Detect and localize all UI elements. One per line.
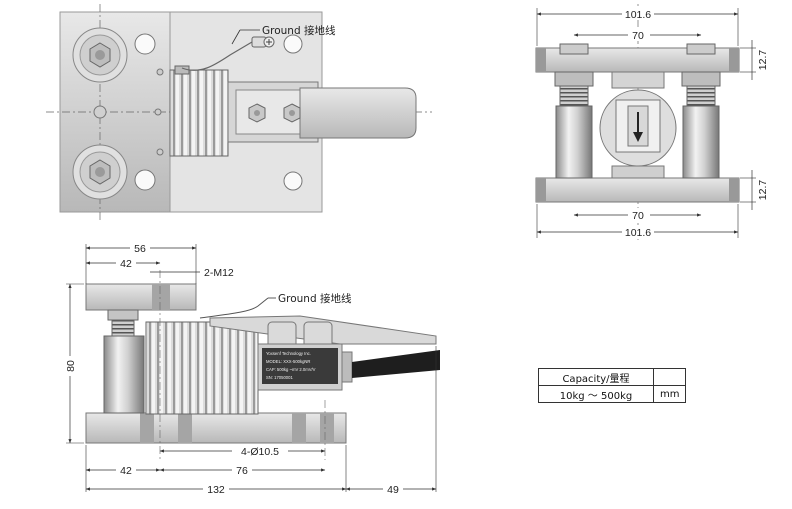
dim-side-inner-top: 70 bbox=[632, 30, 644, 42]
dim-56: 56 bbox=[134, 243, 146, 255]
holes-label: 4-Ø10.5 bbox=[241, 446, 279, 458]
unit-cell: mm bbox=[652, 385, 687, 403]
top-view: Ground 接地线 bbox=[46, 4, 432, 220]
side-view: 101.6 70 70 101.6 12.7 12.7 bbox=[535, 4, 769, 240]
label-line2: MODEL: XXX-500kgNR bbox=[266, 359, 310, 364]
label-line3: CAP: 500kg ~mV 2.0mV/V bbox=[266, 367, 316, 372]
capacity-range: 10kg ～ 500kg bbox=[538, 385, 654, 403]
dim-side-inner-bottom: 70 bbox=[632, 210, 644, 222]
capacity-header: Capacity/量程 bbox=[538, 368, 654, 386]
dim-42-top: 42 bbox=[120, 258, 132, 270]
dim-49: 49 bbox=[387, 484, 399, 496]
front-view: Yoxsenf Technology Inc. MODEL: XXX-500kg… bbox=[60, 241, 440, 496]
dim-42-bottom: 42 bbox=[120, 465, 132, 477]
dim-132: 132 bbox=[207, 484, 225, 496]
hex-nut-left bbox=[248, 103, 266, 123]
dim-side-width-bottom: 101.6 bbox=[625, 227, 651, 239]
label-line1: Yoxsenf Technology Inc. bbox=[266, 351, 311, 356]
dim-plate-top: 12.7 bbox=[757, 50, 769, 71]
capacity-empty-cell bbox=[652, 368, 687, 386]
dim-height-80: 80 bbox=[65, 360, 77, 372]
thread-label: 2-M12 bbox=[204, 267, 234, 279]
dim-plate-bottom: 12.7 bbox=[757, 180, 769, 201]
dim-side-width: 101.6 bbox=[625, 9, 651, 21]
hex-nut-right bbox=[283, 103, 301, 123]
label-line4: SN: 17050001 bbox=[266, 375, 293, 380]
dim-76: 76 bbox=[236, 465, 248, 477]
ground-label-top: Ground 接地线 bbox=[262, 24, 336, 37]
hex-bolt-top bbox=[72, 27, 128, 83]
capacity-table: Capacity/量程 10kg ～ 500kg mm bbox=[538, 368, 687, 403]
hex-bolt-bottom bbox=[72, 144, 128, 200]
ground-label-front: Ground 接地线 bbox=[278, 292, 352, 305]
